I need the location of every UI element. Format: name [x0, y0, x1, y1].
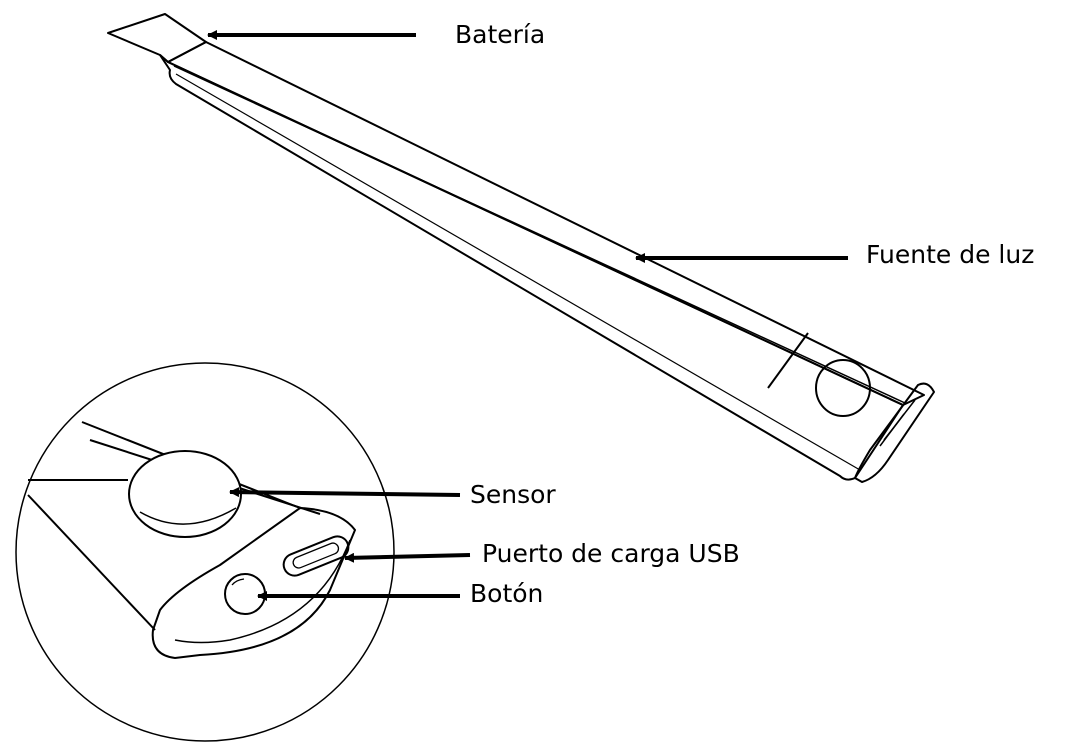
- usb-port-label: Puerto de carga USB: [482, 539, 740, 568]
- light-bar: [107, 13, 935, 483]
- sensor-arrow: [229, 487, 461, 498]
- light-source-label: Fuente de luz: [866, 240, 1035, 269]
- sensor-panel-divider: [767, 332, 809, 389]
- battery-compartment: [107, 13, 207, 63]
- bar-end-cap: [854, 382, 935, 483]
- usb-port-arrow: [344, 552, 471, 563]
- inset-circle: [15, 362, 395, 742]
- bar-top-face: [167, 41, 925, 406]
- button-label: Botón: [470, 579, 544, 608]
- bar-sensor-dome: [815, 359, 871, 417]
- callout-arrows: [207, 30, 848, 601]
- usb-port-shape: [282, 535, 350, 577]
- battery-label: Batería: [455, 20, 546, 49]
- inset-end-cap: [151, 507, 356, 659]
- sensor-label: Sensor: [470, 480, 556, 509]
- detail-inset: [15, 362, 395, 742]
